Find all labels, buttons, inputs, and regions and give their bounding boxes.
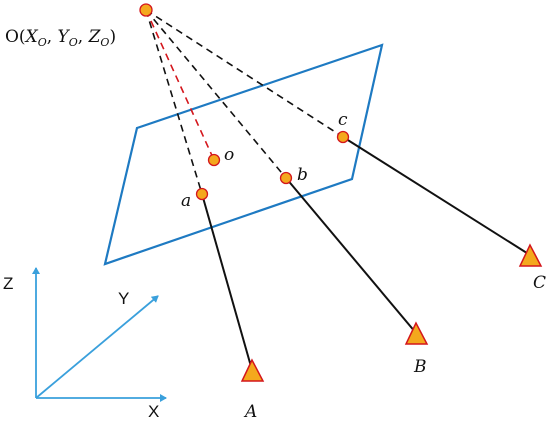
ground-point-b-label: B [413, 357, 427, 377]
solid-ray-a [201, 193, 253, 371]
image-point-b-label: b [297, 165, 308, 185]
ground-point-a-triangle [240, 358, 265, 382]
dashed-ray-b [145, 9, 287, 179]
perspective-center-label: O(XO, YO, ZO) [5, 27, 116, 49]
perspective-center-point [139, 3, 153, 17]
y-axis-label: Y [118, 289, 129, 308]
image-point-b [279, 171, 293, 185]
image-point-c-label: c [338, 110, 348, 130]
dashed-ray-c [145, 9, 344, 138]
ground-point-c-label: C [533, 273, 546, 293]
y-axis [35, 295, 159, 399]
z-axis-label: Z [3, 274, 13, 293]
x-axis-label: X [148, 402, 159, 421]
principal-point-label: o [224, 145, 234, 165]
ground-point-c-triangle [518, 243, 543, 267]
solid-ray-c [342, 136, 531, 256]
solid-ray-b [285, 177, 417, 334]
principal-point [207, 153, 221, 167]
image-point-a [195, 187, 209, 201]
image-plane [103, 43, 384, 266]
image-point-a-label: a [181, 191, 191, 211]
image-point-c [336, 130, 350, 144]
principal-ray [145, 9, 215, 161]
ground-point-a-label: A [243, 402, 257, 422]
ground-point-b-triangle [404, 321, 429, 345]
dashed-ray-a [145, 9, 203, 195]
